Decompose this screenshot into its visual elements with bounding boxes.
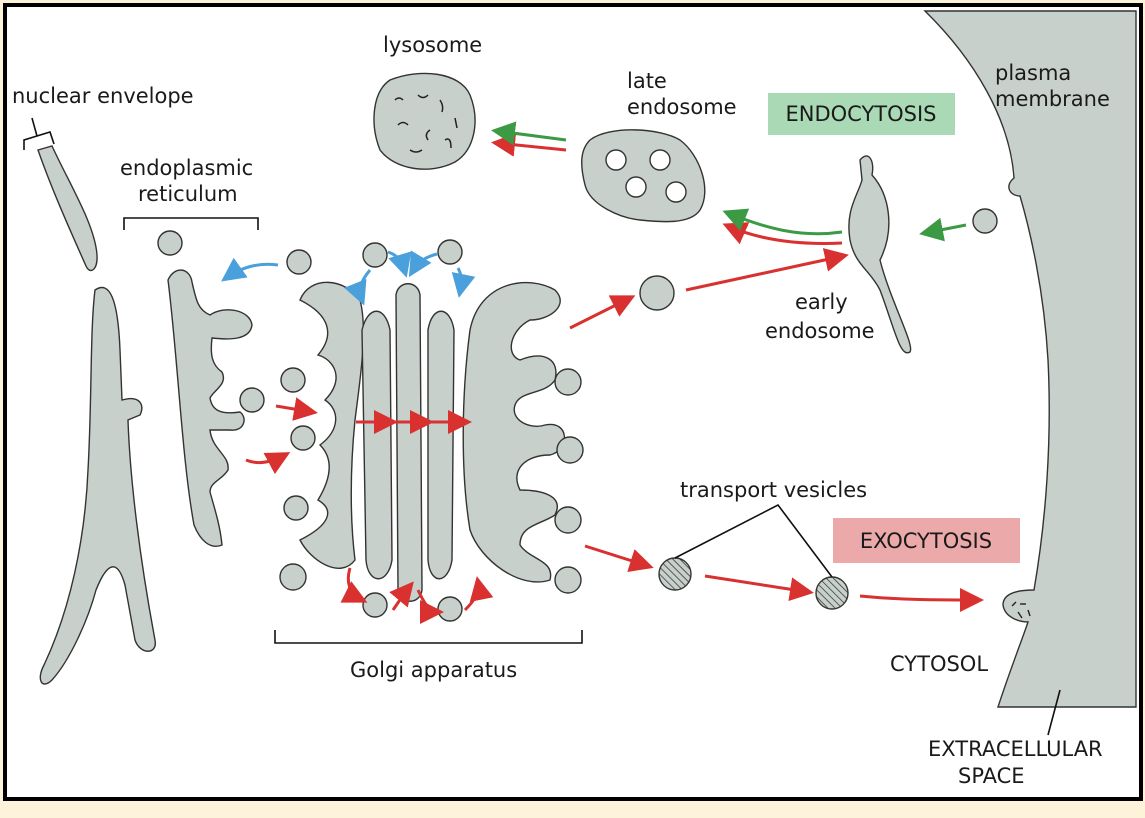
endocytosis-label: ENDOCYTOSIS [785,102,936,126]
transport-vesicles-pointer [674,503,833,578]
transport-vesicle [658,557,692,591]
endocytic-arrows [491,121,967,242]
plasma-membrane-label-line1: plasma [995,61,1071,85]
late-endosome-label-line2: endosome [627,95,737,119]
lysosome [373,72,476,170]
exocytosis-label: EXOCYTOSIS [860,529,992,553]
nuclear-envelope-label: nuclear envelope [12,84,194,108]
transport-vesicles-label: transport vesicles [680,478,867,502]
cytosol-label: CYTOSOL [890,652,988,676]
endoplasmic-reticulum [39,230,265,685]
transport-vesicle [815,576,849,610]
nuclear-envelope-bracket [23,117,55,150]
endocytosis-box [768,93,955,135]
plasma-membrane [923,10,1137,708]
late-endosome-label-line1: late [627,69,667,93]
lysosome-label: lysosome [383,33,482,57]
endocytic-vesicle [972,208,998,234]
exocytosis-box [833,518,1020,563]
golgi-apparatus [279,239,584,622]
extracellular-label-line2: SPACE [958,764,1025,788]
er-label-line1: endoplasmic [120,156,253,180]
early-endosome [848,155,912,354]
er-label-line2: reticulum [138,182,238,206]
nuclear-envelope [37,145,98,272]
early-endosome-label-line2: endosome [765,319,875,343]
secreted-cargo-icon [1011,601,1031,619]
extracellular-pointer [1047,689,1061,736]
late-endosome [581,129,706,223]
early-endosome-label-line1: early [795,290,848,314]
er-bracket [123,217,259,230]
plasma-membrane-label-line2: membrane [995,87,1110,111]
extracellular-label-line1: EXTRACELLULAR [928,737,1103,761]
transport-vesicle-to-endosome [639,275,675,311]
retrieval-arrows [221,250,476,306]
golgi-label: Golgi apparatus [350,658,517,682]
golgi-bracket [274,630,583,644]
lysosome-contents [394,94,458,153]
